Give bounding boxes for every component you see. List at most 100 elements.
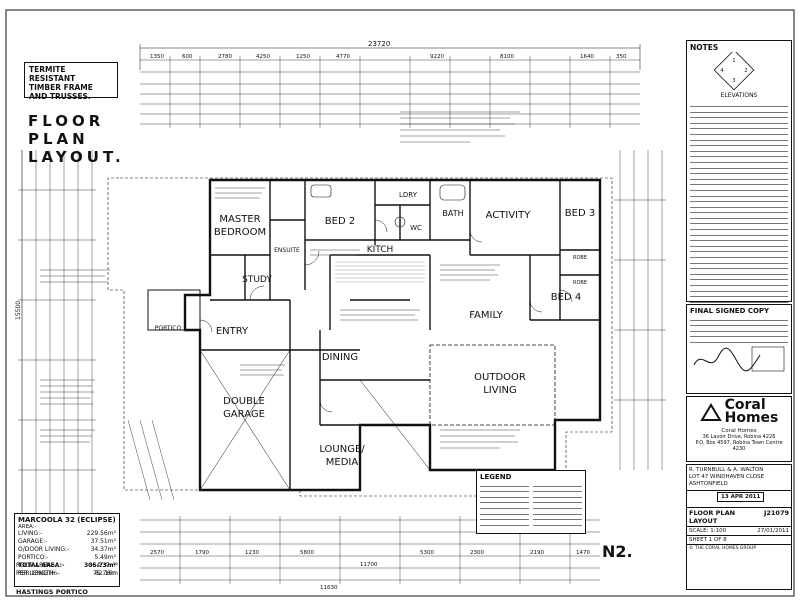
title-block: R. TURNBULL & A. WALTON LOT 47 WINDHAVEN… [686,464,792,590]
copyright-row: © THE CORAL HOMES GROUP [687,544,791,552]
signature-mark [693,346,785,371]
elevation-compass: 1 2 3 4 [713,49,755,91]
room-bath: BATH [442,209,463,218]
room-robe-1: ROBE [573,255,587,261]
area-row: PER LENGTH:-75.76m [18,570,116,577]
area-schedule: MARCOOLA 32 (ECLIPSE) AREA:- LIVING:-229… [14,513,120,587]
banner-line-3: AND TRUSSES. [29,92,91,101]
room-media: MEDIA [326,457,359,468]
termite-banner: TERMITE RESISTANT TIMBER FRAME AND TRUSS… [24,62,118,101]
room-kitch: KITCH [367,245,394,255]
area-row: PER LENGTH:-82.16m [16,570,118,577]
room-outdoor: OUTDOOR [474,372,526,383]
dim-bottom-3: 5800 [300,550,314,556]
overall-width-dimension: 23720 [368,40,390,48]
room-dining: DINING [322,352,358,363]
logo: Coral Homes [690,397,788,426]
room-double: DOUBLE [223,396,265,407]
room-bed4: BED 4 [551,292,581,303]
approval-stamp: 13 APR 2011 [687,490,791,507]
notes-title: NOTES [690,43,719,52]
room-robe-2: ROBE [573,280,587,286]
room-entry: ENTRY [216,326,249,337]
area-row: O/DOOR LIVING:-34.37m² [18,546,116,553]
dim-top-2: 2780 [218,54,232,60]
client-lot: LOT 47 WINDHAVEN CLOSE [689,474,765,480]
sheet-count: SHEET 1 OF 8 [689,537,727,543]
final-copy-title: FINAL SIGNED COPY [690,307,770,315]
room-bedroom: BEDROOM [214,227,266,238]
room-bed2: BED 2 [325,216,355,227]
room-study: STUDY [242,275,272,285]
area-row: PORTICO:-5.49m² [18,554,116,561]
roof-area: ROOF AREA:-354.37m² PER LENGTH:-82.16m [16,562,118,578]
room-bed3: BED 3 [565,208,595,219]
stamp-date: 13 APR 2011 [717,492,765,502]
dim-bottom-overall: 11630 [320,585,338,591]
room-wc: WC [410,224,422,232]
area-row: ROOF AREA:-354.37m² [16,562,118,569]
company-po: P.O. Box 4597, Robina Town Centre 4230 [695,440,783,452]
company-block: Coral Homes Coral Homes 36 Lavoir Drive,… [686,396,792,462]
final-signed-copy: FINAL SIGNED COPY [686,304,792,394]
room-master: MASTER [219,214,260,225]
dim-top-1: 600 [182,54,193,60]
area-label: AREA:- [18,524,37,530]
banner-line-2: TIMBER FRAME [29,83,93,92]
legend-panel: LEGEND [476,470,586,534]
room-ldry: LDRY [399,191,418,199]
area-schedule-title: MARCOOLA 32 (ECLIPSE) [18,516,116,524]
company-name: Coral Homes [721,428,757,434]
svg-text:1: 1 [732,58,735,64]
dim-bottom-5: 5300 [420,550,434,556]
room-family: FAMILY [469,310,503,321]
logo-line-2: Homes [724,410,779,426]
client-names: R. TURNBULL & A. WALTON [689,467,764,473]
dim-top-0: 1350 [150,54,164,60]
area-row: LIVING:-229.56m² [18,530,116,537]
drawing-date: 27/01/2011 [757,528,789,534]
sheet-row: SHEET 1 OF 8 [687,535,791,544]
dim-top-3: 4250 [256,54,270,60]
scale-row: SCALE: 1:100 27/01/2011 [687,526,791,535]
room-activity: ACTIVITY [486,210,532,221]
svg-text:4: 4 [720,68,723,74]
dim-bottom-2: 1230 [245,550,259,556]
sheet-number: N2. [602,542,633,561]
sheet-title-row: FLOOR PLAN LAYOUT J21079 [687,507,791,526]
client-suburb: ASHTONFIELD [689,481,728,487]
job-number: J21079 [763,509,789,517]
notes-panel: NOTES 1 2 3 4 ELEVATIONS [686,40,792,303]
plan-heading: FLOOR PLAN LAYOUT. [28,112,125,166]
room-lounge: LOUNGE/ [319,444,365,455]
logo-line-1: Coral [724,397,766,413]
heading-line-3: LAYOUT. [28,148,125,166]
dim-top-8: 1640 [580,54,594,60]
dim-bottom-1: 1790 [195,550,209,556]
dim-bottom-4: 11700 [360,562,378,568]
heading-line-1: FLOOR [28,112,105,130]
copyright: © THE CORAL HOMES GROUP [689,546,757,551]
heading-line-2: PLAN [28,130,89,148]
dim-top-9: 350 [616,54,627,60]
elevations-label: ELEVATIONS [720,92,758,99]
banner-line-1: TERMITE RESISTANT [29,65,76,83]
scale: SCALE: 1:100 [689,528,727,534]
area-row: TOTAL AREA:-306.73m² [18,562,116,569]
dim-top-6: 9220 [430,54,444,60]
company-address: 36 Lavoir Drive, Robina 4226 [702,434,776,440]
house-logo-icon [699,403,722,421]
dim-top-5: 4770 [336,54,350,60]
room-garage: GARAGE [223,409,265,420]
room-living: LIVING [483,385,517,396]
room-ensuite: ENSUITE [274,247,300,254]
svg-text:2: 2 [744,68,747,74]
dim-bottom-8: 1470 [576,550,590,556]
dim-bottom-0: 2570 [150,550,164,556]
dim-bottom-7: 2190 [530,550,544,556]
dim-bottom-6: 2300 [470,550,484,556]
room-portico: PORTICO [155,325,182,332]
dim-top-7: 8100 [500,54,514,60]
svg-text:3: 3 [732,78,735,84]
